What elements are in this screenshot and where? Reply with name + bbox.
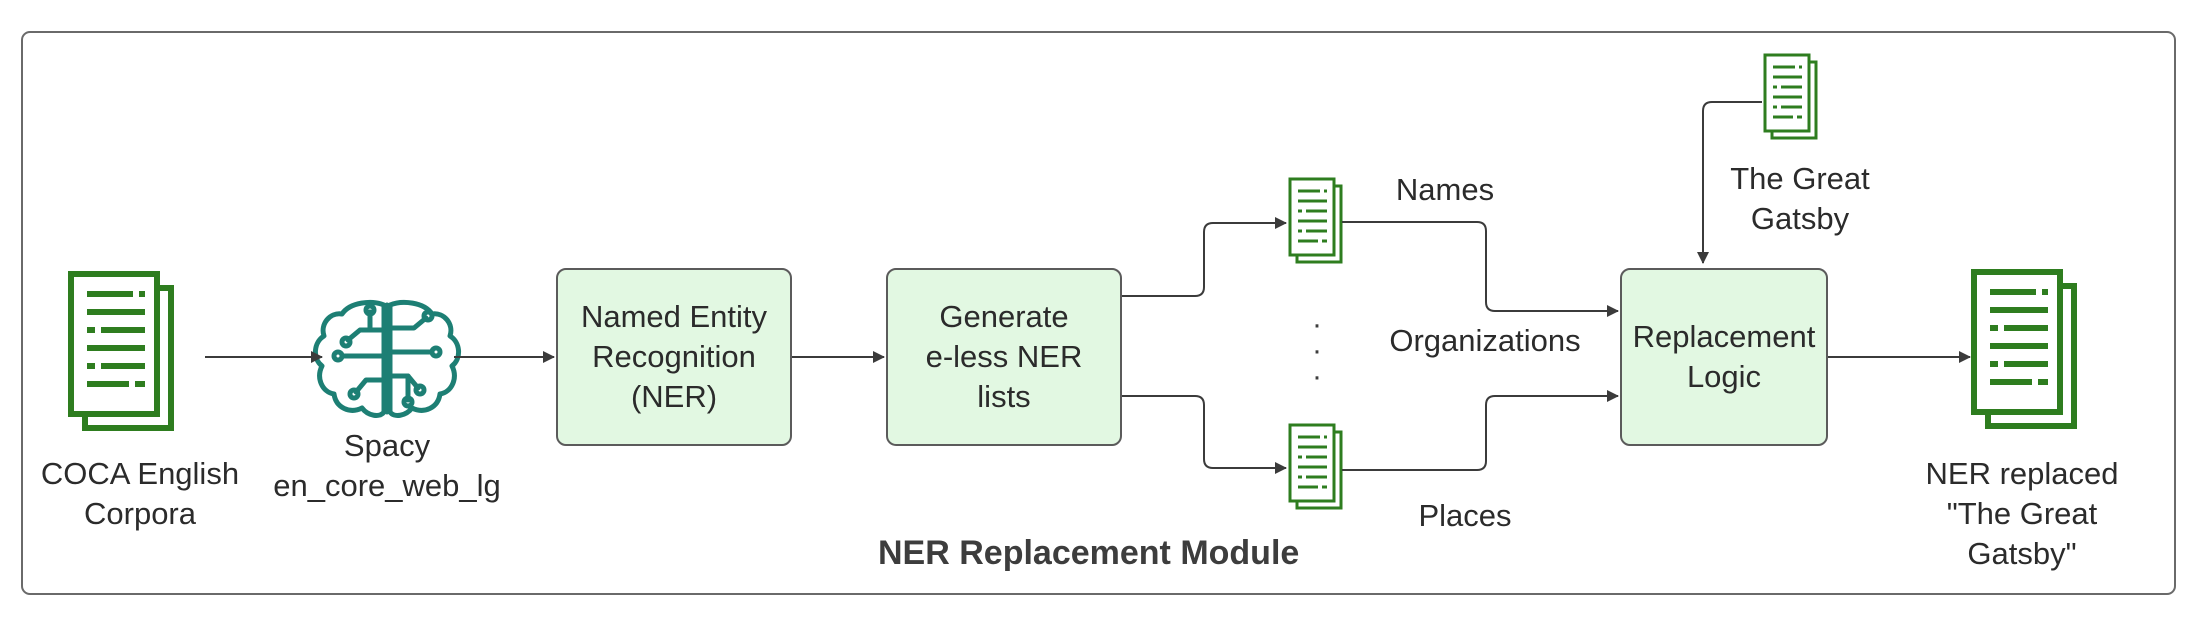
names-document-icon (1288, 177, 1343, 264)
module-title: NER Replacement Module (878, 534, 1300, 572)
brain-circuit-icon (313, 299, 461, 418)
organizations-label: Organizations (1389, 323, 1581, 358)
output-document-icon (1974, 272, 2074, 426)
edge-gatsby-to-replacement (1697, 101, 1762, 264)
edge-generate-to-names (1122, 217, 1287, 297)
list-ellipsis: · · · (1312, 308, 1322, 393)
gatsby-document-icon (1763, 53, 1818, 140)
source-document-icon (71, 274, 171, 428)
edge-generate-to-places (1122, 395, 1287, 474)
edge-names-to-replacement (1342, 221, 1619, 317)
places-label: Places (1418, 498, 1512, 533)
module-frame (21, 31, 2176, 595)
edge-places-to-replacement (1342, 390, 1619, 471)
places-document-icon (1288, 423, 1343, 510)
names-label: Names (1395, 172, 1495, 207)
